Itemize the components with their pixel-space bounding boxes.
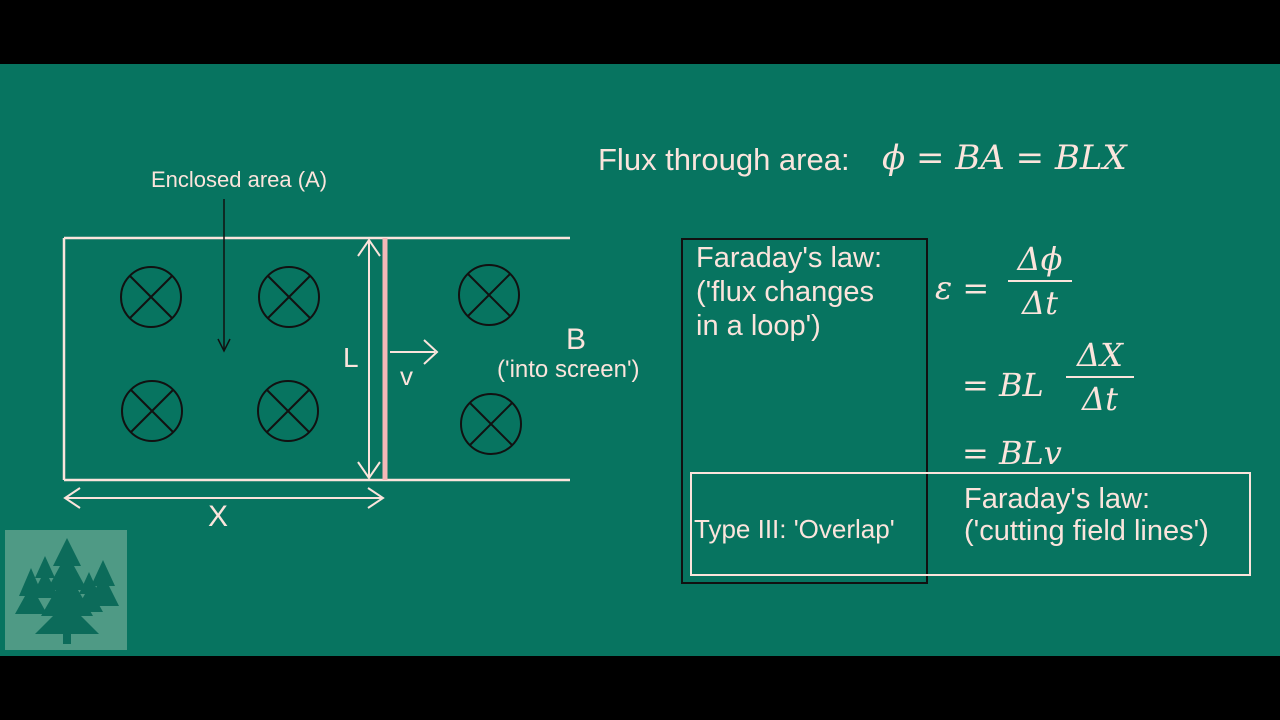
emf-lhs: ε = [935, 269, 990, 307]
pine-trees-logo-icon [5, 530, 127, 650]
cutting-law-line2: ('cutting field lines') [964, 515, 1209, 547]
field-into-page-icon [120, 266, 182, 328]
emf-fraction-1-numerator: Δϕ [1017, 240, 1063, 278]
field-into-page-icon [121, 380, 183, 442]
velocity-arrow [390, 339, 439, 365]
field-into-page-icon [258, 266, 320, 328]
circuit-diagram [62, 199, 1251, 584]
length-label: L [343, 342, 359, 373]
cutting-law-box [690, 472, 1251, 576]
velocity-label: v [400, 361, 413, 391]
emf-fraction-2-denominator: Δt [1082, 380, 1118, 418]
emf-fraction-1: Δϕ Δt [1008, 240, 1072, 322]
field-label: B [566, 323, 587, 356]
field-into-page-icon [460, 393, 522, 455]
emf-line3: = BLv [962, 434, 1062, 472]
emf-line2-prefix: = BL [962, 366, 1044, 404]
cutting-law-title: Faraday's law: [964, 483, 1151, 515]
rails [62, 236, 570, 482]
field-into-page-icon [257, 380, 319, 442]
field-into-page-icon [458, 264, 520, 326]
flux-heading: Flux through area: [598, 142, 850, 177]
pine-trees-icon [15, 538, 119, 644]
slide: Enclosed area (A) L v B ('into screen') … [0, 64, 1280, 656]
fraction-bar [1066, 376, 1134, 378]
overlap-label: Type III: 'Overlap' [694, 514, 895, 544]
fraction-bar [1008, 280, 1072, 282]
emf-fraction-2: ΔX Δt [1066, 336, 1134, 418]
area-pointer-arrow [217, 199, 231, 353]
field-direction-note: ('into screen') [497, 356, 640, 383]
emf-fraction-2-numerator: ΔX [1077, 336, 1123, 374]
length-arrow [357, 238, 381, 480]
enclosed-area-label: Enclosed area (A) [151, 167, 328, 192]
distance-label: X [208, 500, 229, 533]
flux-law-line3: in a loop') [696, 310, 821, 342]
flux-law-title: Faraday's law: [696, 242, 883, 274]
flux-law-line2: ('flux changes [696, 276, 875, 308]
emf-fraction-1-denominator: Δt [1022, 284, 1058, 322]
flux-law-box [681, 238, 928, 584]
flux-equation: ϕ = BA = BLX [882, 138, 1127, 178]
distance-arrow [63, 487, 385, 509]
